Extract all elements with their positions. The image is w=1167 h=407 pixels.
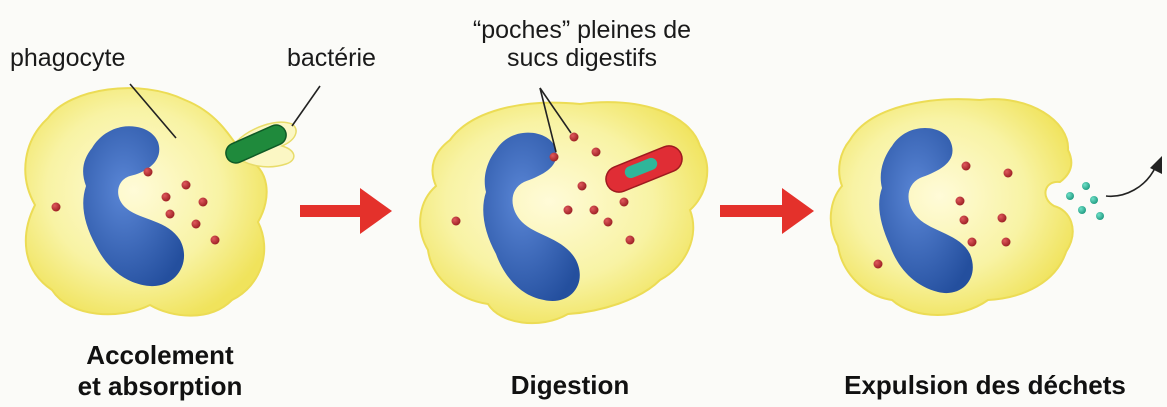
caption-step-1: Accolement et absorption	[40, 340, 280, 402]
expelled-waste	[1066, 182, 1104, 220]
phagocyte-cell-3	[831, 99, 1162, 315]
label-poches-line1: “poches” pleines de	[452, 16, 712, 44]
bacterie-pointer	[292, 86, 320, 126]
caption-step-1-line1: Accolement	[40, 340, 280, 371]
phagocyte-cell-2	[420, 102, 707, 323]
label-poches-line2: sucs digestifs	[452, 44, 712, 72]
arrow-1	[300, 188, 392, 234]
label-poches: “poches” pleines de sucs digestifs	[452, 16, 712, 72]
caption-step-3: Expulsion des déchets	[820, 370, 1150, 401]
expulsion-arrow-head	[1150, 156, 1162, 174]
expulsion-arrow	[1106, 166, 1156, 196]
caption-step-2: Digestion	[480, 370, 660, 401]
phagocyte-cell-1	[25, 88, 296, 316]
label-bacterie: bactérie	[287, 44, 376, 72]
arrow-2	[720, 188, 814, 234]
caption-step-1-line2: et absorption	[40, 371, 280, 402]
label-phagocyte: phagocyte	[10, 44, 125, 72]
